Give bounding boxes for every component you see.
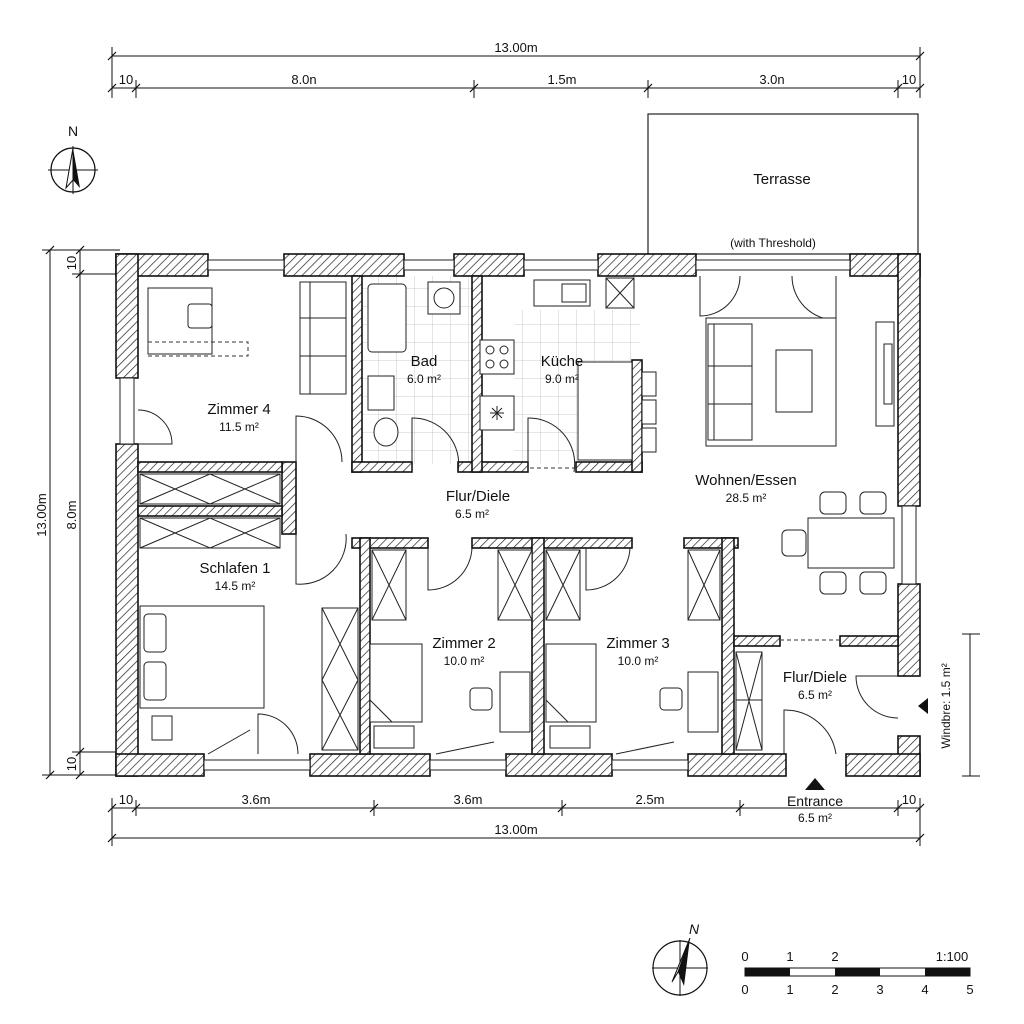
exterior-walls [115, 253, 921, 777]
room-name-schlafen-1: Schlafen 1 [200, 560, 271, 577]
right-dimension: Windbre: 1.5 m² [918, 633, 980, 777]
north-label: N [68, 123, 78, 139]
scale-top-tick-0: 0 [741, 949, 748, 964]
right-dimension-label: Windbre: 1.5 m² [939, 663, 953, 748]
room-name-zimmer-3: Zimmer 3 [606, 635, 669, 652]
room-name-flur-diele-2: Flur/Diele [783, 669, 847, 686]
room-area-zimmer-4: 11.5 m² [219, 420, 259, 434]
top-dim-seg-4: 3.0n [759, 72, 784, 87]
top-dim-seg-2: 8.0n [291, 72, 316, 87]
scale-bottom-tick-1: 1 [786, 982, 793, 997]
north-arrow-icon-bottom: N [652, 921, 708, 996]
room-name-wohnen-essen: Wohnen/Essen [695, 472, 796, 489]
scale-bottom-tick-0: 0 [741, 982, 748, 997]
room-name-flur-diele: Flur/Diele [446, 488, 510, 505]
bottom-total-dimension: 13.00m [494, 822, 537, 837]
top-dimensions: 13.00m 10 8.0n 1.5m 3.0n 10 [107, 40, 925, 98]
north-arrow-icon: N [48, 123, 98, 194]
interior-walls [137, 275, 899, 755]
scale-bottom-tick-4: 4 [921, 982, 928, 997]
bottom-dim-seg-1: 10 [119, 792, 133, 807]
room-labels: Zimmer 4 11.5 m² Bad 6.0 m² Küche 9.0 m²… [200, 353, 848, 702]
top-total-dimension: 13.00m [494, 40, 537, 55]
entrance-area: 6.5 m² [798, 811, 832, 825]
top-dim-seg-3: 1.5m [548, 72, 577, 87]
doors [137, 275, 899, 755]
scale-top-tick-2: 2 [831, 949, 838, 964]
room-area-schlafen-1: 14.5 m² [215, 579, 256, 593]
left-outer-dimension: 13.00m [34, 493, 49, 536]
room-area-wohnen-essen: 28.5 m² [726, 491, 767, 505]
room-area-bad: 6.0 m² [407, 372, 441, 386]
entrance-label: Entrance [787, 793, 843, 809]
scale-ratio: 1:100 [936, 949, 969, 964]
bottom-dim-seg-3: 3.6m [454, 792, 483, 807]
scale-bottom-tick-3: 3 [876, 982, 883, 997]
bottom-dim-seg-4: 2.5m [636, 792, 665, 807]
room-area-flur-diele: 6.5 m² [455, 507, 489, 521]
entrance: Entrance 6.5 m² [787, 778, 843, 825]
left-inner-dimension: 8.0m [64, 501, 79, 530]
room-name-zimmer-4: Zimmer 4 [207, 401, 270, 418]
room-name-zimmer-2: Zimmer 2 [432, 635, 495, 652]
left-dimensions: 13.00m 8.0m 10 10 [34, 245, 120, 780]
room-area-zimmer-2: 10.0 m² [444, 654, 485, 668]
terrace-note: (with Threshold) [730, 236, 816, 250]
scale-bar: 0 1 2 1:100 0 1 2 3 4 5 [741, 949, 973, 997]
furniture [139, 277, 895, 751]
room-area-kueche: 9.0 m² [545, 372, 579, 386]
room-name-bad: Bad [411, 353, 438, 370]
north-label-bottom: N [689, 921, 700, 937]
bottom-dim-seg-2: 3.6m [242, 792, 271, 807]
scale-bottom-tick-5: 5 [966, 982, 973, 997]
terrace-label: Terrasse [753, 171, 811, 188]
entrance-marker-icon [805, 778, 825, 790]
room-area-flur-diele-2: 6.5 m² [798, 688, 832, 702]
bottom-dim-seg-5: 10 [902, 792, 916, 807]
room-name-kueche: Küche [541, 353, 584, 370]
scale-bottom-tick-2: 2 [831, 982, 838, 997]
left-bottom-dimension: 10 [64, 757, 79, 771]
top-dim-seg-5: 10 [902, 72, 916, 87]
bottom-dimensions: 10 3.6m 3.6m 2.5m 10 13.00m [107, 792, 925, 846]
top-dim-seg-1: 10 [119, 72, 133, 87]
left-top-dimension: 10 [64, 256, 79, 270]
terrace: Terrasse (with Threshold) [647, 113, 919, 255]
room-area-zimmer-3: 10.0 m² [618, 654, 659, 668]
scale-top-tick-1: 1 [786, 949, 793, 964]
